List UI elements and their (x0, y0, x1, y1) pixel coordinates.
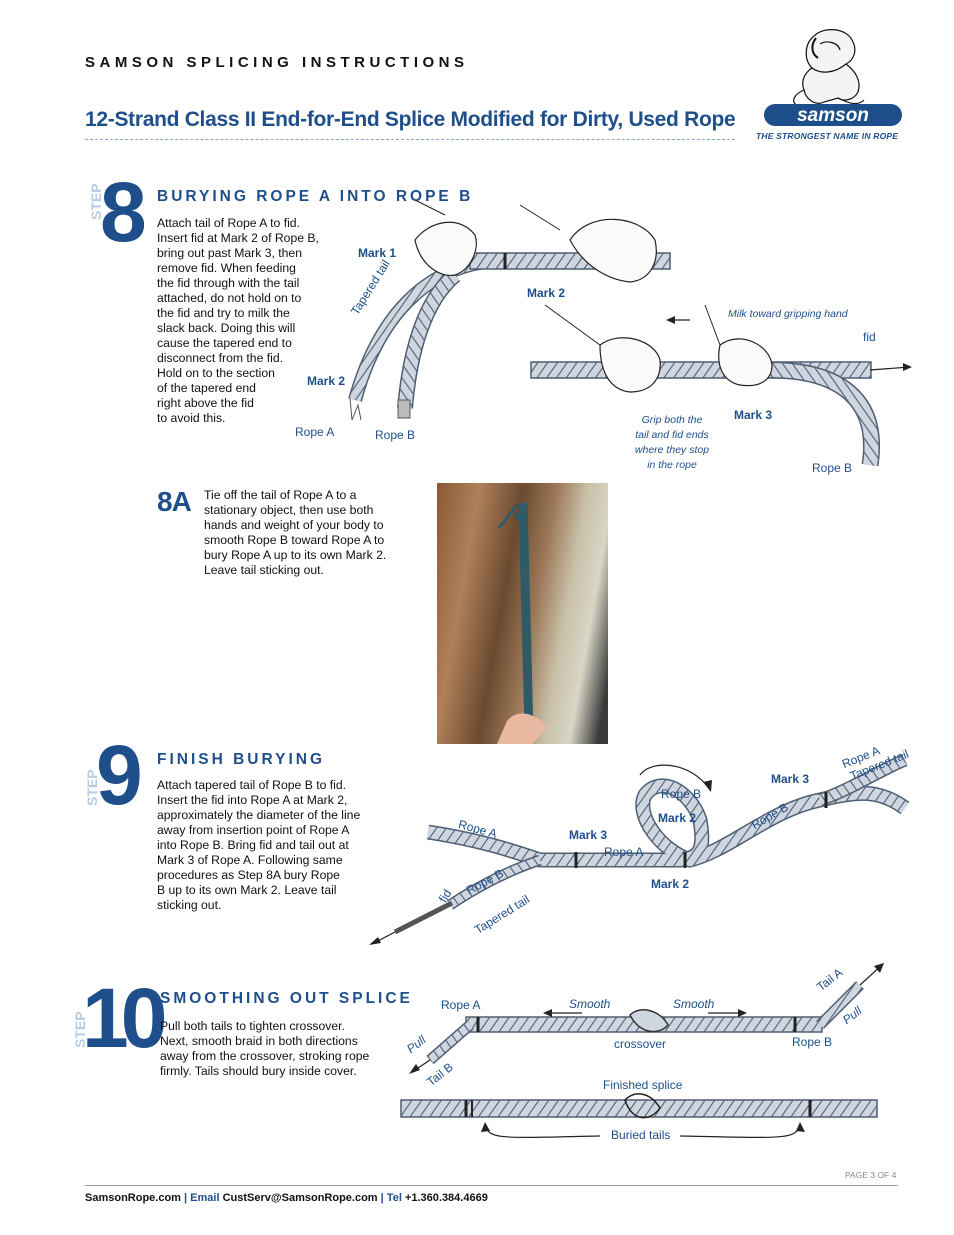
footer-separator: | (184, 1192, 188, 1204)
series-title: SAMSON SPLICING INSTRUCTIONS (85, 54, 469, 71)
step-10-title: SMOOTHING OUT SPLICE (160, 990, 413, 1007)
step-8-rope-a: Rope A (295, 425, 335, 439)
step-8-text: Attach tail of Rope A to fid.Insert fid … (157, 216, 319, 425)
footer-tel-label: Tel (386, 1192, 402, 1204)
hercules-logo-icon: samson (764, 29, 902, 126)
title-divider (85, 139, 735, 140)
step-10-finished-splice: Finished splice (603, 1078, 683, 1092)
step-10-rope-b: Rope B (792, 1035, 833, 1049)
footer-email-label: Email (190, 1192, 220, 1204)
step-9-mark3-right: Mark 3 (771, 772, 810, 786)
step-9-text: Attach tapered tail of Rope B to fid.Ins… (157, 778, 361, 912)
step-10-smooth-left: Smooth (569, 997, 611, 1011)
step-9-rope-b-loop: Rope B (661, 787, 702, 801)
step-9-mark3-mid: Mark 3 (569, 828, 608, 842)
footer-tel: +1.360.384.4669 (404, 1192, 488, 1204)
step-9-rope-a-mid: Rope A (604, 845, 644, 859)
footer-site-link[interactable]: SamsonRope.com (85, 1192, 181, 1204)
footer: SamsonRope.com | Email CustServ@SamsonRo… (85, 1192, 488, 1204)
step-8-number: 8 (100, 165, 147, 259)
step-8-fid: fid (863, 330, 876, 344)
step-8-milk-note: Milk toward gripping hand (728, 308, 848, 320)
step-10-text: Pull both tails to tighten crossover.Nex… (160, 1019, 370, 1078)
step-8-mark2-right: Mark 2 (527, 286, 566, 300)
step-10-number: 10 (82, 971, 167, 1065)
step-8-rope-b: Rope B (375, 428, 416, 442)
step-10-crossover: crossover (614, 1037, 667, 1051)
step-9-number: 9 (96, 728, 143, 822)
page-number: PAGE 3 OF 4 (845, 1170, 897, 1180)
step-10-smooth-right: Smooth (673, 997, 715, 1011)
logo-tagline: THE STRONGEST NAME IN ROPE (756, 131, 899, 141)
step-9-title: FINISH BURYING (157, 751, 326, 768)
step-8-title: BURYING ROPE A INTO ROPE B (157, 188, 474, 205)
footer-divider (85, 1185, 898, 1186)
step-8a-number: 8A (157, 486, 192, 517)
step-8-mark1: Mark 1 (358, 246, 397, 260)
step-8-mark2-left: Mark 2 (307, 374, 346, 388)
step-10-rope-a: Rope A (441, 998, 481, 1012)
step-8a-photo (437, 483, 608, 744)
page-title: 12-Strand Class II End-for-End Splice Mo… (85, 108, 736, 131)
step-8-rope-b-right: Rope B (812, 461, 853, 475)
step-8-mark3: Mark 3 (734, 408, 773, 422)
step-9-mark2-loop: Mark 2 (658, 811, 697, 825)
footer-separator: | (380, 1192, 384, 1204)
step-10-buried-tails: Buried tails (611, 1128, 671, 1142)
footer-email-link[interactable]: CustServ@SamsonRope.com (222, 1192, 378, 1204)
step-9-mark2-bottom: Mark 2 (651, 877, 690, 891)
logo-brand: samson (797, 105, 869, 126)
